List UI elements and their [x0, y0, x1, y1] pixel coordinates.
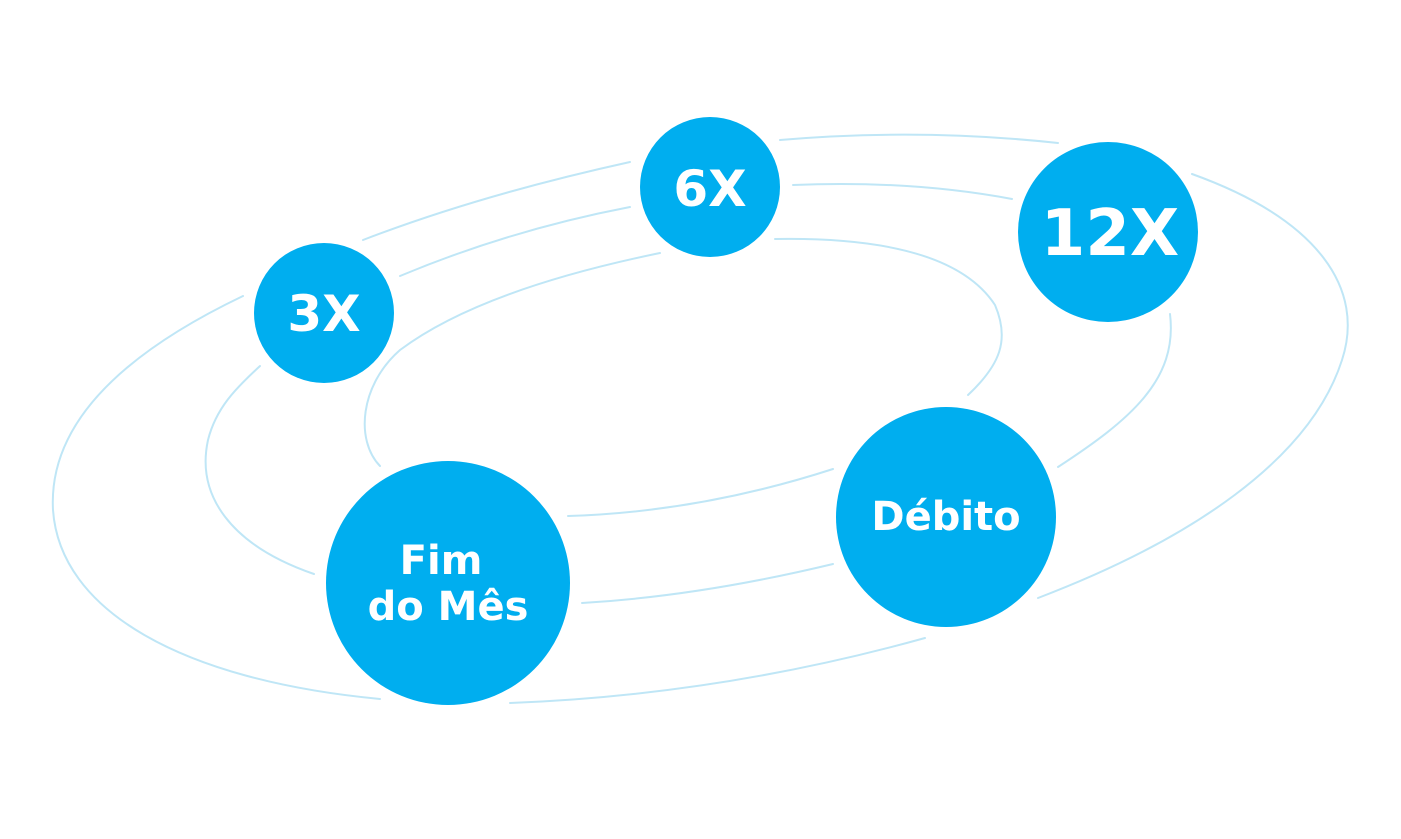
outer-orbit-arc	[51, 295, 381, 700]
node-3x-label: 3X	[287, 285, 360, 343]
node-fim-do-mes-line-1: Fim	[400, 538, 483, 584]
outer-orbit-arc	[509, 637, 926, 704]
node-debito-circle	[836, 407, 1056, 627]
middle-orbit-arc	[792, 182, 1013, 200]
inner-orbit-arc	[774, 237, 1003, 396]
middle-orbit-arc	[204, 365, 315, 575]
node-12x: 12X	[1018, 142, 1198, 322]
node-fim-do-mes-line-2: do Mês	[368, 584, 529, 630]
middle-orbit-arc	[1057, 313, 1172, 468]
orbit-rings	[51, 133, 1349, 704]
node-fim-do-mes-label: Fim do Mês	[368, 538, 529, 630]
node-debito: Débito	[836, 407, 1056, 627]
outer-orbit-arc	[779, 133, 1059, 144]
node-6x: 6X	[640, 117, 780, 257]
node-debito-label: Débito	[871, 494, 1020, 540]
inner-orbit-arc	[567, 468, 834, 517]
node-6x-circle	[640, 117, 780, 257]
outer-orbit-arc	[1037, 173, 1349, 599]
middle-orbit-arc	[399, 206, 631, 277]
middle-orbit-arc	[581, 563, 834, 604]
node-3x-circle	[254, 243, 394, 383]
node-3x: 3X	[254, 243, 394, 383]
node-12x-label: 12X	[1041, 197, 1179, 271]
inner-orbit-arc	[363, 252, 661, 467]
node-fim-do-mes: Fim do Mês	[326, 461, 570, 705]
outer-orbit-arc	[362, 161, 631, 241]
node-fim-do-mes-circle	[326, 461, 570, 705]
node-6x-label: 6X	[673, 160, 746, 218]
node-12x-circle	[1018, 142, 1198, 322]
